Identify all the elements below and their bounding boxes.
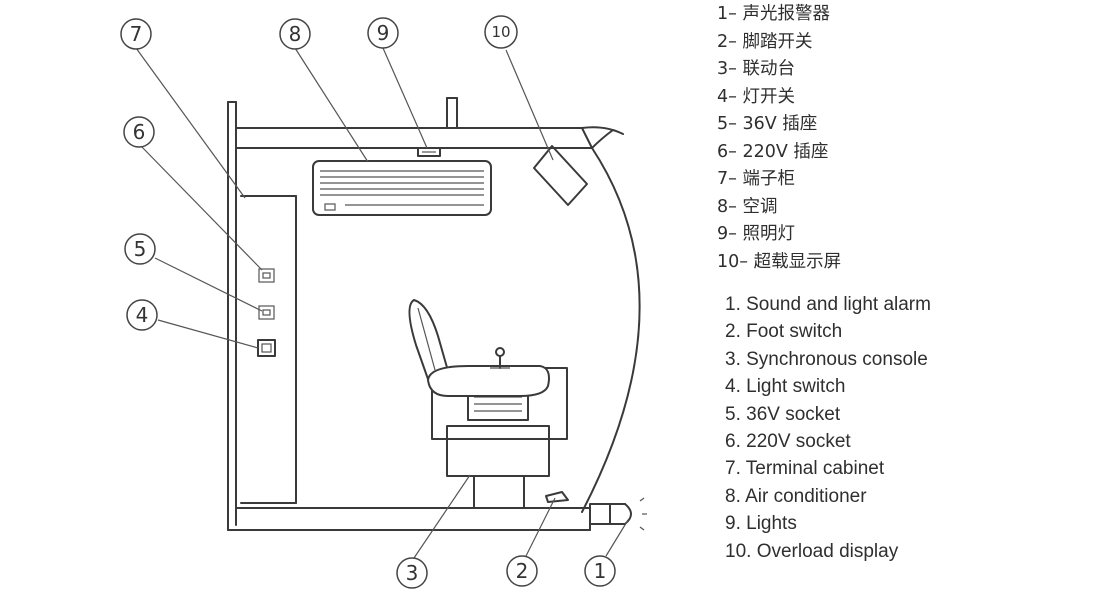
callout-4: 4 xyxy=(126,299,158,331)
callout-8: 8 xyxy=(279,18,311,50)
legend-cn-item-7: 7– 端子柜 xyxy=(717,169,795,189)
callout-label-4: 4 xyxy=(136,303,149,327)
legend-chinese: 1– 声光报警器 2– 脚踏开关 3– 联动台 4– 灯开关 5– 36V 插座… xyxy=(717,1,841,276)
legend-en-item-8: 8. Air conditioner xyxy=(725,485,867,507)
legend-en-item-3: 3. Synchronous console xyxy=(725,348,928,370)
terminal-cabinet xyxy=(240,195,297,504)
callout-6: 6 xyxy=(123,116,155,148)
socket-220v xyxy=(258,268,275,283)
legend-cn-item-2: 2– 脚踏开关 xyxy=(717,31,813,52)
synchronous-console xyxy=(408,299,568,509)
callout-label-1: 1 xyxy=(594,559,607,583)
legend-en-item-1: 1. Sound and light alarm xyxy=(725,294,931,315)
legend-english: 1. Sound and light alarm 2. Foot switch … xyxy=(725,291,931,565)
legend-en-item-10: 10. Overload display xyxy=(725,540,899,562)
callout-3: 3 xyxy=(396,557,428,589)
overload-display xyxy=(533,145,588,206)
light-switch xyxy=(257,339,276,357)
callout-1: 1 xyxy=(584,555,616,587)
callout-2: 2 xyxy=(506,555,538,587)
sound-light-alarm xyxy=(589,497,647,531)
legend-cn-item-6: 6– 220V 插座 xyxy=(717,141,829,162)
callout-label-8: 8 xyxy=(289,22,302,46)
callout-9: 9 xyxy=(367,17,399,49)
legend-cn-item-8: 8– 空调 xyxy=(717,196,778,217)
legend-en-item-9: 9. Lights xyxy=(725,513,797,535)
legend-en-item-6: 6. 220V socket xyxy=(725,431,851,453)
legend-cn-item-1: 1– 声光报警器 xyxy=(717,4,830,24)
callout-7: 7 xyxy=(120,18,152,50)
ceiling-light xyxy=(417,147,441,157)
legend-en-item-5: 5. 36V socket xyxy=(725,403,841,425)
legend-cn-item-4: 4– 灯开关 xyxy=(717,86,795,107)
foot-switch xyxy=(545,491,569,503)
legend-cn-item-10: 10– 超载显示屏 xyxy=(717,251,842,272)
leader-lines xyxy=(135,47,629,559)
cab-frame xyxy=(227,97,641,531)
callout-label-5: 5 xyxy=(134,237,147,261)
legend-cn-item-3: 3– 联动台 xyxy=(717,59,795,79)
callout-label-3: 3 xyxy=(406,561,419,585)
callout-5: 5 xyxy=(124,233,156,265)
socket-36v xyxy=(258,305,275,320)
air-conditioner xyxy=(312,160,492,216)
legend-en-item-7: 7. Terminal cabinet xyxy=(725,458,885,480)
callout-label-6: 6 xyxy=(133,120,146,144)
legend-en-item-2: 2. Foot switch xyxy=(725,321,843,343)
legend-en-item-4: 4. Light switch xyxy=(725,376,846,398)
legend-cn-item-9: 9– 照明灯 xyxy=(717,224,795,244)
callout-label-9: 9 xyxy=(377,21,390,45)
callout-label-7: 7 xyxy=(130,22,143,46)
callout-10: 10 xyxy=(484,15,518,49)
callout-label-10: 10 xyxy=(491,23,510,41)
callout-label-2: 2 xyxy=(516,559,529,583)
legend-cn-item-5: 5– 36V 插座 xyxy=(717,114,818,134)
